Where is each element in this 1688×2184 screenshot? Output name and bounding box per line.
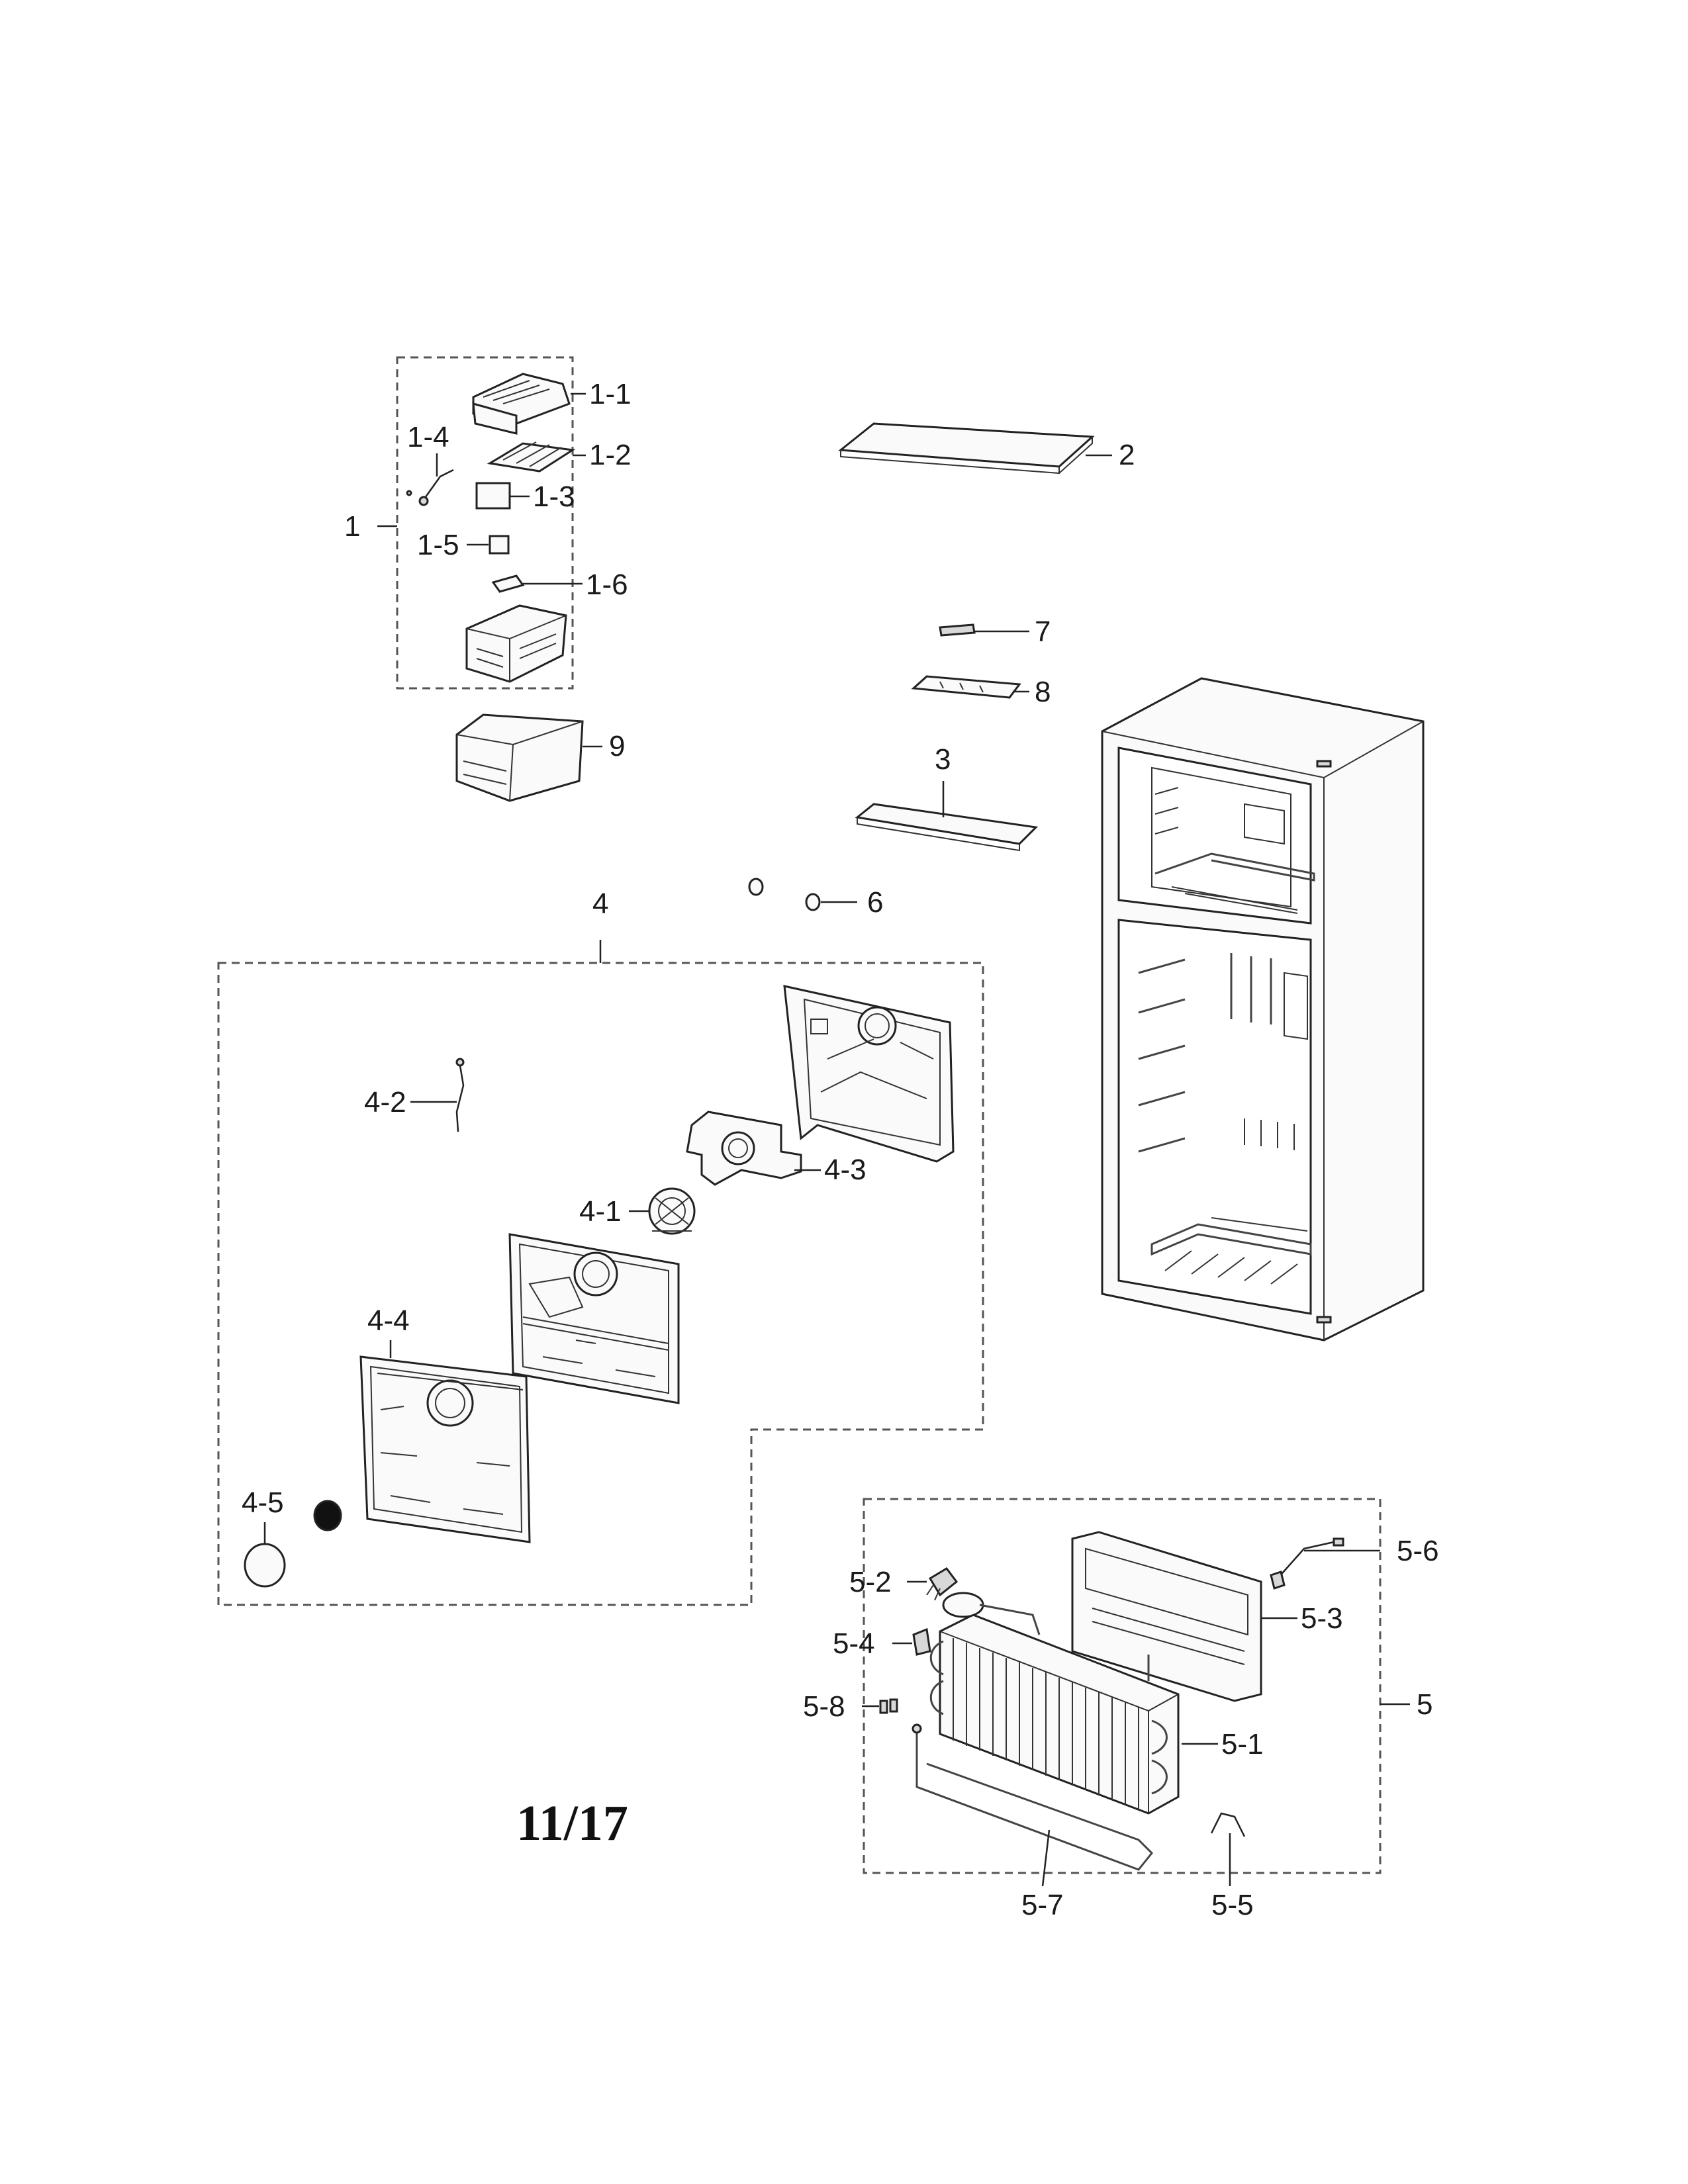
part-5-3-heater-plate [1071, 1531, 1262, 1702]
part-3-cover [855, 803, 1039, 852]
part-4-5-plug-light [244, 1543, 286, 1588]
part-5-5-clip [1210, 1812, 1246, 1837]
callout-4: 4 [592, 887, 608, 920]
group-4-boundary [217, 962, 984, 1606]
part-1-6 [491, 574, 525, 593]
callout-1: 1 [344, 510, 360, 543]
callout-2: 2 [1119, 439, 1135, 471]
part-5-4-clip [912, 1627, 931, 1656]
part-5-6-sensor [1270, 1537, 1344, 1590]
refrigerator-cabinet [1101, 677, 1425, 1342]
part-5-8-connector [879, 1698, 898, 1714]
callout-3: 3 [935, 743, 951, 776]
part-4-5-plug-dark [313, 1500, 342, 1531]
group-1-boundary [396, 356, 574, 690]
callout-9: 9 [609, 730, 625, 762]
callout-5-1: 5-1 [1221, 1728, 1264, 1760]
part-8-control [911, 675, 1021, 699]
callout-4-3: 4-3 [824, 1154, 867, 1186]
callout-5-4: 5-4 [833, 1627, 875, 1660]
group-5-evaporator: 5 5-3 5-6 5-2 5-4 [803, 1498, 1439, 1921]
part-1-2-ice-tray [487, 441, 576, 473]
part-6-cap-b [805, 893, 821, 911]
callout-8: 8 [1035, 676, 1051, 708]
group-1-icemaker: 1 1-1 1-2 1-3 1-4 1-5 [344, 356, 632, 690]
part-4-2-wire [455, 1058, 465, 1132]
callout-4-1: 4-1 [579, 1195, 622, 1228]
part-2-glass-shelf [838, 422, 1095, 475]
callout-5-5: 5-5 [1211, 1889, 1254, 1921]
part-6-cap-a [748, 878, 764, 896]
callout-5-3: 5-3 [1301, 1602, 1343, 1635]
part-7 [939, 623, 976, 637]
group-4-evaporator-cover: 4 4-2 4-3 [217, 887, 984, 1606]
callout-1-4: 1-4 [407, 421, 449, 453]
callout-4-2: 4-2 [364, 1086, 406, 1118]
callout-1-1: 1-1 [589, 378, 632, 410]
part-9-bin [455, 713, 584, 802]
group-5-boundary [863, 1498, 1382, 1874]
callout-7: 7 [1035, 615, 1051, 648]
part-1-4-sensor [406, 469, 454, 506]
part-4-3-shroud [686, 1111, 802, 1186]
part-1-3-motor [475, 482, 511, 510]
part-ice-bucket [465, 604, 567, 683]
callout-5-7: 5-7 [1021, 1889, 1064, 1921]
callout-1-2: 1-2 [589, 439, 632, 471]
page-number: 11/17 [516, 1796, 628, 1851]
callout-4-5: 4-5 [242, 1486, 284, 1519]
part-evaporator-cover-mid [508, 1233, 680, 1404]
callout-5-6: 5-6 [1397, 1535, 1439, 1567]
callout-4-4: 4-4 [367, 1304, 410, 1337]
callout-6: 6 [867, 886, 883, 919]
part-5-2-fuse [926, 1567, 959, 1601]
callout-1-3: 1-3 [533, 480, 575, 513]
callout-5-8: 5-8 [803, 1690, 845, 1723]
callout-5-2: 5-2 [849, 1566, 892, 1598]
part-4-1-fan-motor [648, 1187, 696, 1235]
part-5-1-evaporator-coil [929, 1592, 1180, 1815]
part-1-5 [489, 535, 510, 555]
part-4-4-front-cover [359, 1355, 531, 1543]
part-duct-panel [783, 985, 955, 1163]
part-1-1-icemaker [472, 373, 571, 435]
part-5-7-heater [912, 1723, 1154, 1871]
callout-1-6: 1-6 [586, 569, 628, 601]
callout-5: 5 [1417, 1688, 1432, 1721]
callout-1-5: 1-5 [417, 529, 459, 561]
